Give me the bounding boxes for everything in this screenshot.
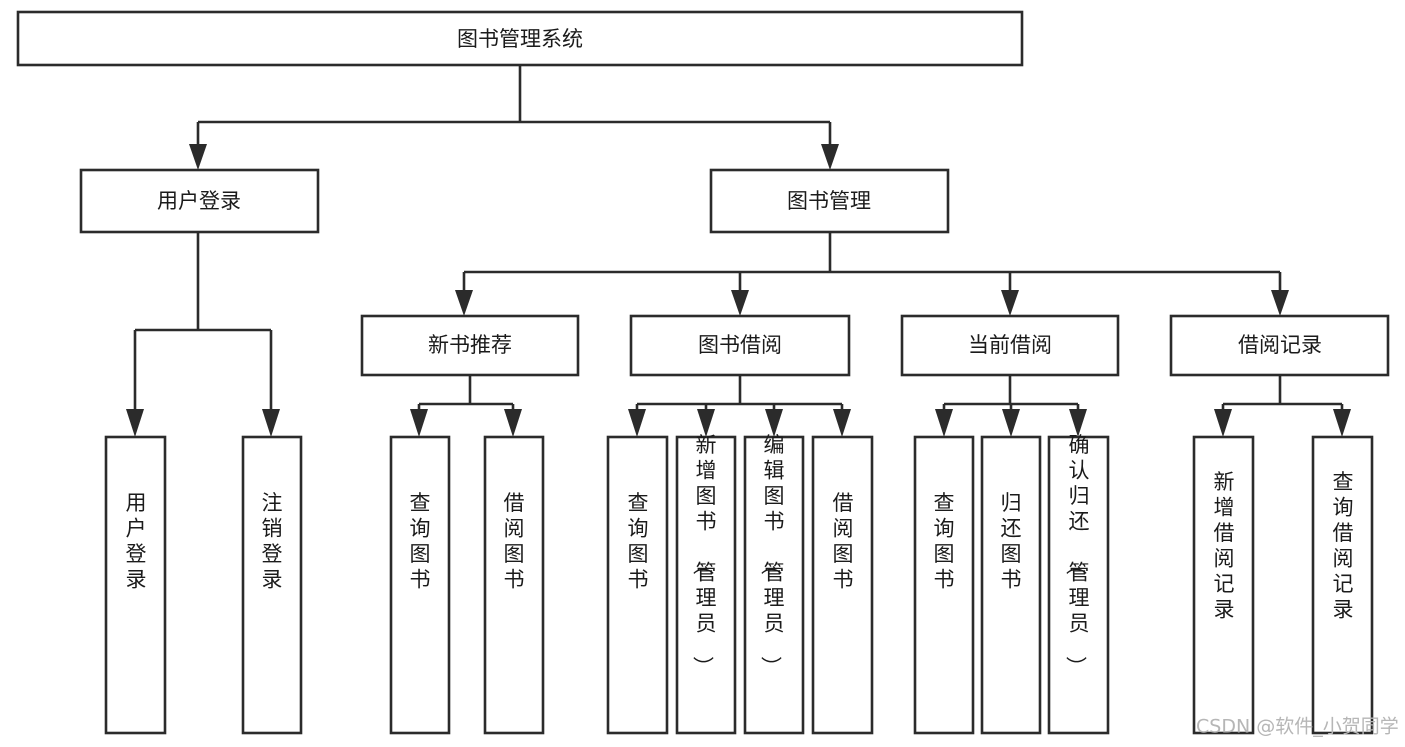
node-root-box[interactable]: [16, 10, 1024, 67]
node-leaf-user-login-box[interactable]: [104, 435, 167, 735]
node-leaf-borrow-add[interactable]: 新增图书（管理员）: [675, 433, 737, 735]
node-user-login-box[interactable]: [79, 168, 320, 234]
arrow-head-leaf-cur-query: [935, 409, 953, 437]
node-leaf-borrow-add-label: 新增图书（管理员）: [691, 433, 717, 677]
node-leaf-cur-return-label: 归还图书: [1001, 491, 1022, 592]
connector-group-new-book-rec: [410, 375, 522, 437]
node-leaf-rec-query2-box[interactable]: [1311, 435, 1374, 735]
arrow-head-book-borrow: [731, 290, 749, 316]
node-leaf-cur-query-label: 查询图书: [934, 491, 955, 592]
node-leaf-borrow-lend[interactable]: 借阅图书: [811, 435, 874, 735]
connector-group-current-borrow: [935, 375, 1087, 437]
node-leaf-borrow-edit-label: 编辑图书（管理员）: [759, 433, 785, 677]
node-leaf-borrow-query[interactable]: 查询图书: [606, 435, 669, 735]
node-current-borrow-label: 当前借阅: [968, 333, 1052, 357]
arrow-head-leaf-cur-return: [1002, 409, 1020, 437]
node-borrow-record-box[interactable]: [1169, 314, 1390, 377]
node-new-book-rec-box[interactable]: [360, 314, 580, 377]
node-root-label: 图书管理系统: [457, 27, 583, 51]
node-leaf-borrow-query-box[interactable]: [606, 435, 669, 735]
node-borrow-record-label: 借阅记录: [1238, 333, 1322, 357]
node-book-borrow[interactable]: 图书借阅: [629, 314, 851, 377]
node-book-borrow-box[interactable]: [629, 314, 851, 377]
node-borrow-record[interactable]: 借阅记录: [1169, 314, 1390, 377]
arrow-head-leaf-rec-add: [1214, 409, 1232, 437]
node-leaf-borrow-lend-label: 借阅图书: [833, 491, 854, 592]
node-leaf-borrow-lend-box[interactable]: [811, 435, 874, 735]
node-user-login-label: 用户登录: [157, 189, 241, 213]
csdn-watermark: CSDN @软件_小贺同学: [1196, 716, 1399, 738]
arrow-head-leaf-user-logout: [262, 409, 280, 437]
arrow-head-leaf-borrow-lend: [833, 409, 851, 437]
node-leaf-cur-return-box[interactable]: [980, 435, 1042, 735]
node-leaf-rec-query2-label: 查询借阅记录: [1333, 470, 1354, 622]
node-leaf-rec-query-label: 查询图书: [410, 491, 431, 592]
node-leaf-cur-query[interactable]: 查询图书: [913, 435, 975, 735]
arrow-head-current-borrow: [1001, 290, 1019, 316]
connector-group-user-login: [126, 232, 280, 437]
node-leaf-borrow-edit-box[interactable]: [743, 435, 805, 735]
node-root[interactable]: 图书管理系统: [16, 10, 1024, 67]
arrow-head-leaf-rec-query: [410, 409, 428, 437]
node-new-book-rec-label: 新书推荐: [428, 333, 512, 357]
node-leaf-cur-query-box[interactable]: [913, 435, 975, 735]
node-book-manage[interactable]: 图书管理: [709, 168, 950, 234]
node-leaf-rec-query[interactable]: 查询图书: [389, 435, 451, 735]
connector-group-root: [189, 65, 839, 170]
arrow-head-leaf-user-login: [126, 409, 144, 437]
node-leaf-rec-borrow-box[interactable]: [483, 435, 545, 735]
node-user-login[interactable]: 用户登录: [79, 168, 320, 234]
node-leaf-borrow-query-label: 查询图书: [628, 491, 649, 592]
node-leaf-borrow-edit[interactable]: 编辑图书（管理员）: [743, 433, 805, 735]
arrow-head-leaf-rec-borrow: [504, 409, 522, 437]
node-leaf-user-logout-label: 注销登录: [262, 491, 283, 592]
arrow-head-leaf-rec-query2: [1333, 409, 1351, 437]
arrow-head-leaf-borrow-edit: [765, 409, 783, 437]
node-current-borrow[interactable]: 当前借阅: [900, 314, 1120, 377]
node-leaf-rec-add-box[interactable]: [1192, 435, 1255, 735]
node-current-borrow-box[interactable]: [900, 314, 1120, 377]
arrow-head-book-manage: [821, 144, 839, 170]
node-leaf-user-logout[interactable]: 注销登录: [241, 435, 303, 735]
node-leaf-user-logout-box[interactable]: [241, 435, 303, 735]
arrow-head-new-book-rec: [455, 290, 473, 316]
node-leaf-rec-query-box[interactable]: [389, 435, 451, 735]
node-leaf-cur-confirm-label: 确认归还（管理员）: [1064, 433, 1090, 677]
arrow-head-leaf-borrow-add: [697, 409, 715, 437]
node-leaf-cur-confirm-box[interactable]: [1047, 435, 1110, 735]
node-leaf-cur-confirm[interactable]: 确认归还（管理员）: [1047, 433, 1110, 735]
node-leaf-rec-add-label: 新增借阅记录: [1214, 470, 1235, 622]
node-leaf-rec-query2[interactable]: 查询借阅记录: [1311, 435, 1374, 735]
node-leaf-rec-borrow[interactable]: 借阅图书: [483, 435, 545, 735]
arrow-head-borrow-record: [1271, 290, 1289, 316]
arrow-head-leaf-cur-confirm: [1069, 409, 1087, 437]
node-book-borrow-label: 图书借阅: [698, 333, 782, 357]
node-leaf-rec-borrow-label: 借阅图书: [504, 491, 525, 592]
arrow-head-user-login: [189, 144, 207, 170]
node-leaf-cur-return[interactable]: 归还图书: [980, 435, 1042, 735]
node-leaf-rec-add[interactable]: 新增借阅记录: [1192, 435, 1255, 735]
connector-group-book-borrow: [628, 375, 851, 437]
node-new-book-rec[interactable]: 新书推荐: [360, 314, 580, 377]
connector-group-book-manage: [455, 232, 1289, 316]
node-leaf-user-login[interactable]: 用户登录: [104, 435, 167, 735]
node-book-manage-box[interactable]: [709, 168, 950, 234]
arrow-head-leaf-borrow-query: [628, 409, 646, 437]
node-leaf-borrow-add-box[interactable]: [675, 435, 737, 735]
node-book-manage-label: 图书管理: [787, 189, 871, 213]
connector-group-borrow-record: [1214, 375, 1351, 437]
node-leaf-user-login-label: 用户登录: [126, 491, 147, 592]
